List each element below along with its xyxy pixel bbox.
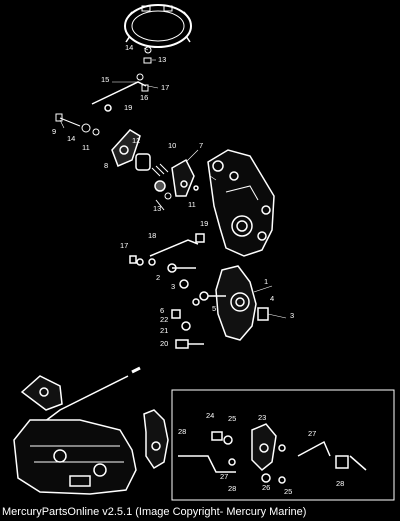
callout: 14 (125, 43, 133, 52)
callout: 17 (120, 241, 128, 250)
callout: 13 (158, 55, 166, 64)
callout: 9 (52, 127, 56, 136)
screw-13 (155, 192, 172, 211)
callout: 21 (160, 326, 168, 335)
lever-8 (111, 129, 141, 167)
callout: 10 (168, 141, 176, 150)
fastener-group-left (171, 309, 204, 349)
callout: 16 (140, 93, 148, 102)
link-bracket-7 (171, 158, 199, 197)
callout: 6 (160, 306, 164, 315)
callout: 25 (284, 487, 292, 496)
lower-housing (13, 419, 137, 495)
callout: 1 (264, 277, 268, 286)
callout: 12 (132, 136, 140, 145)
callout: 5 (212, 304, 216, 313)
callout: 19 (124, 103, 132, 112)
copyright-footer: MercuryPartsOnline v2.5.1 (Image Copyrig… (2, 506, 307, 518)
callout: 19 (200, 219, 208, 228)
callout: 13 (153, 204, 161, 213)
callout-labels: 14 13 15 16 17 19 9 14 11 12 10 7 8 13 1… (52, 43, 344, 496)
leader-lines (59, 47, 287, 319)
inset-box (171, 389, 395, 501)
callout: 2 (156, 273, 160, 282)
callout: 8 (104, 161, 108, 170)
callout: 28 (228, 484, 236, 493)
spacer-12 (135, 153, 169, 192)
callout: 28 (336, 479, 344, 488)
callout: 4 (270, 294, 274, 303)
callout: 28 (178, 427, 186, 436)
callout: 18 (148, 231, 156, 240)
inset-parts (178, 423, 367, 484)
callout: 11 (188, 200, 196, 209)
bolt-9 (55, 113, 100, 136)
link-rod-middle (129, 233, 205, 266)
callout: 17 (161, 83, 169, 92)
callout: 3 (171, 282, 175, 291)
ring-assembly (124, 4, 192, 48)
callout: 7 (199, 141, 203, 150)
callout: 25 (228, 414, 236, 423)
callout: 11 (82, 143, 90, 152)
callout: 26 (262, 483, 270, 492)
shift-lever-1 (192, 265, 269, 341)
callout: 23 (258, 413, 266, 422)
callout: 14 (67, 134, 75, 143)
callout: 3 (290, 311, 294, 320)
callout: 20 (160, 339, 168, 348)
callout: 22 (160, 315, 168, 324)
callout: 27 (220, 472, 228, 481)
callout: 24 (206, 411, 214, 420)
housing-casting (207, 149, 275, 257)
bolt-2 (167, 263, 196, 289)
bracket-lower (143, 409, 169, 470)
fastener-group-top (136, 46, 152, 92)
callout: 27 (308, 429, 316, 438)
callout: 15 (101, 75, 109, 84)
shift-cable (20, 366, 141, 429)
